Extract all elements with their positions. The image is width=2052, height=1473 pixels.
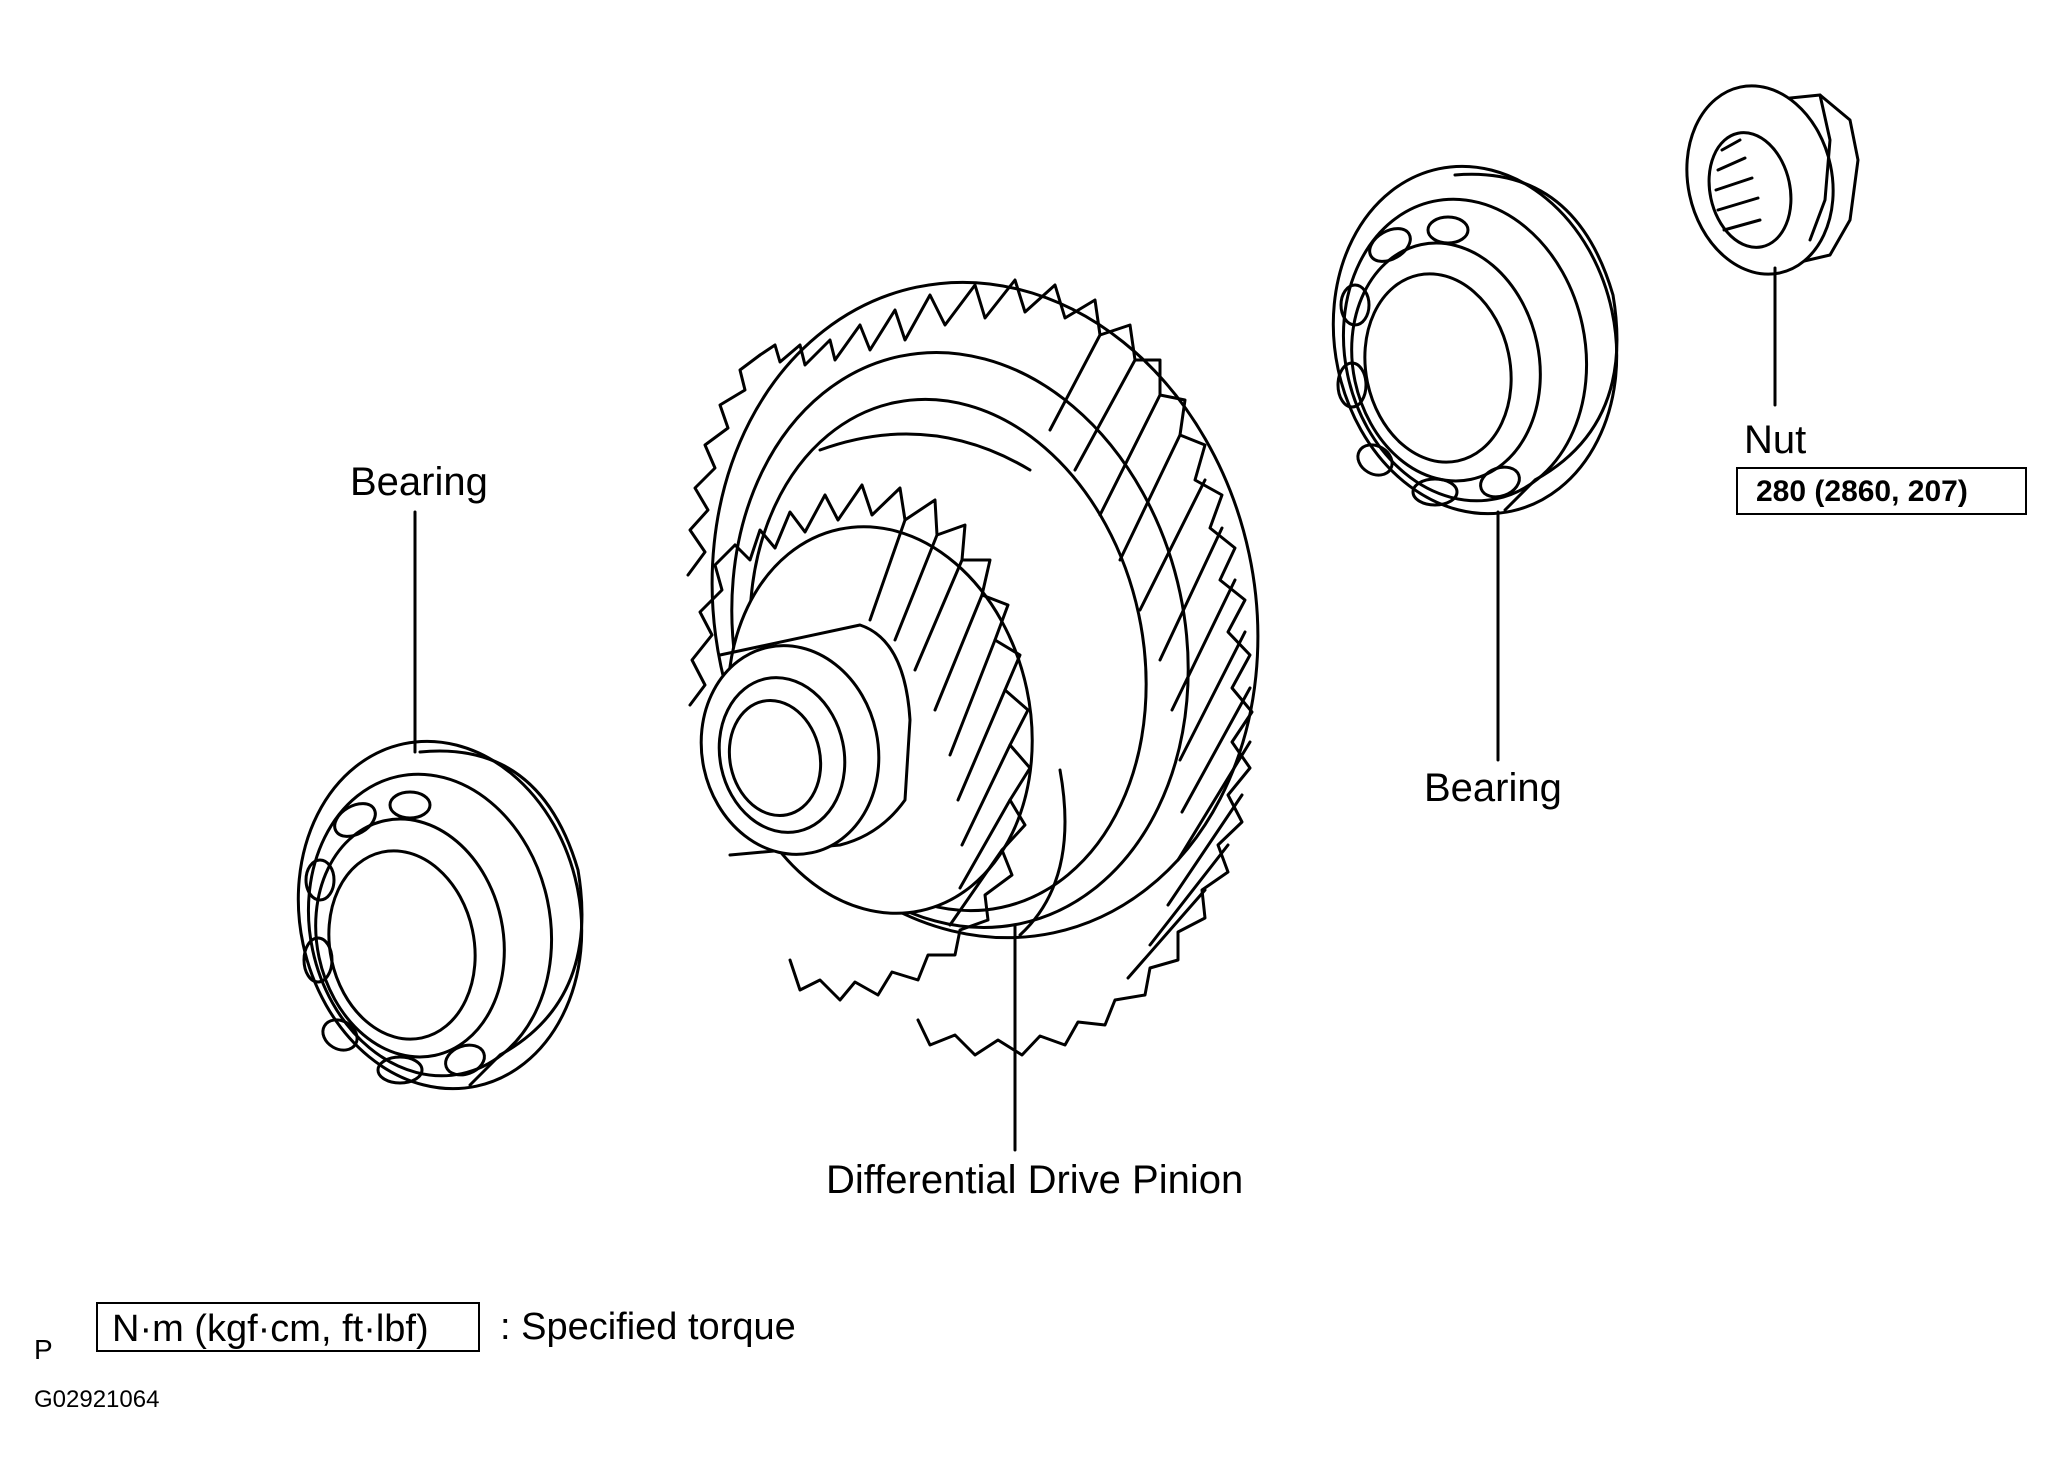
label-bearing-left: Bearing [350,460,488,504]
figure-id: G02921064 [34,1386,160,1413]
legend-units-box: N·m (kgf·cm, ft·lbf) [96,1302,480,1352]
nut-icon [1685,84,1860,276]
gear-icon [686,278,1260,1057]
legend-description: : Specified torque [500,1306,796,1348]
label-differential-drive-pinion: Differential Drive Pinion [826,1158,1244,1202]
bearing-left-icon [296,739,584,1091]
label-bearing-right: Bearing [1424,766,1562,810]
legend-marker: P [34,1334,53,1365]
label-nut: Nut [1744,418,1807,462]
bearing-right-icon [1331,164,1619,516]
torque-value-box: 280 (2860, 207) [1736,467,2027,515]
